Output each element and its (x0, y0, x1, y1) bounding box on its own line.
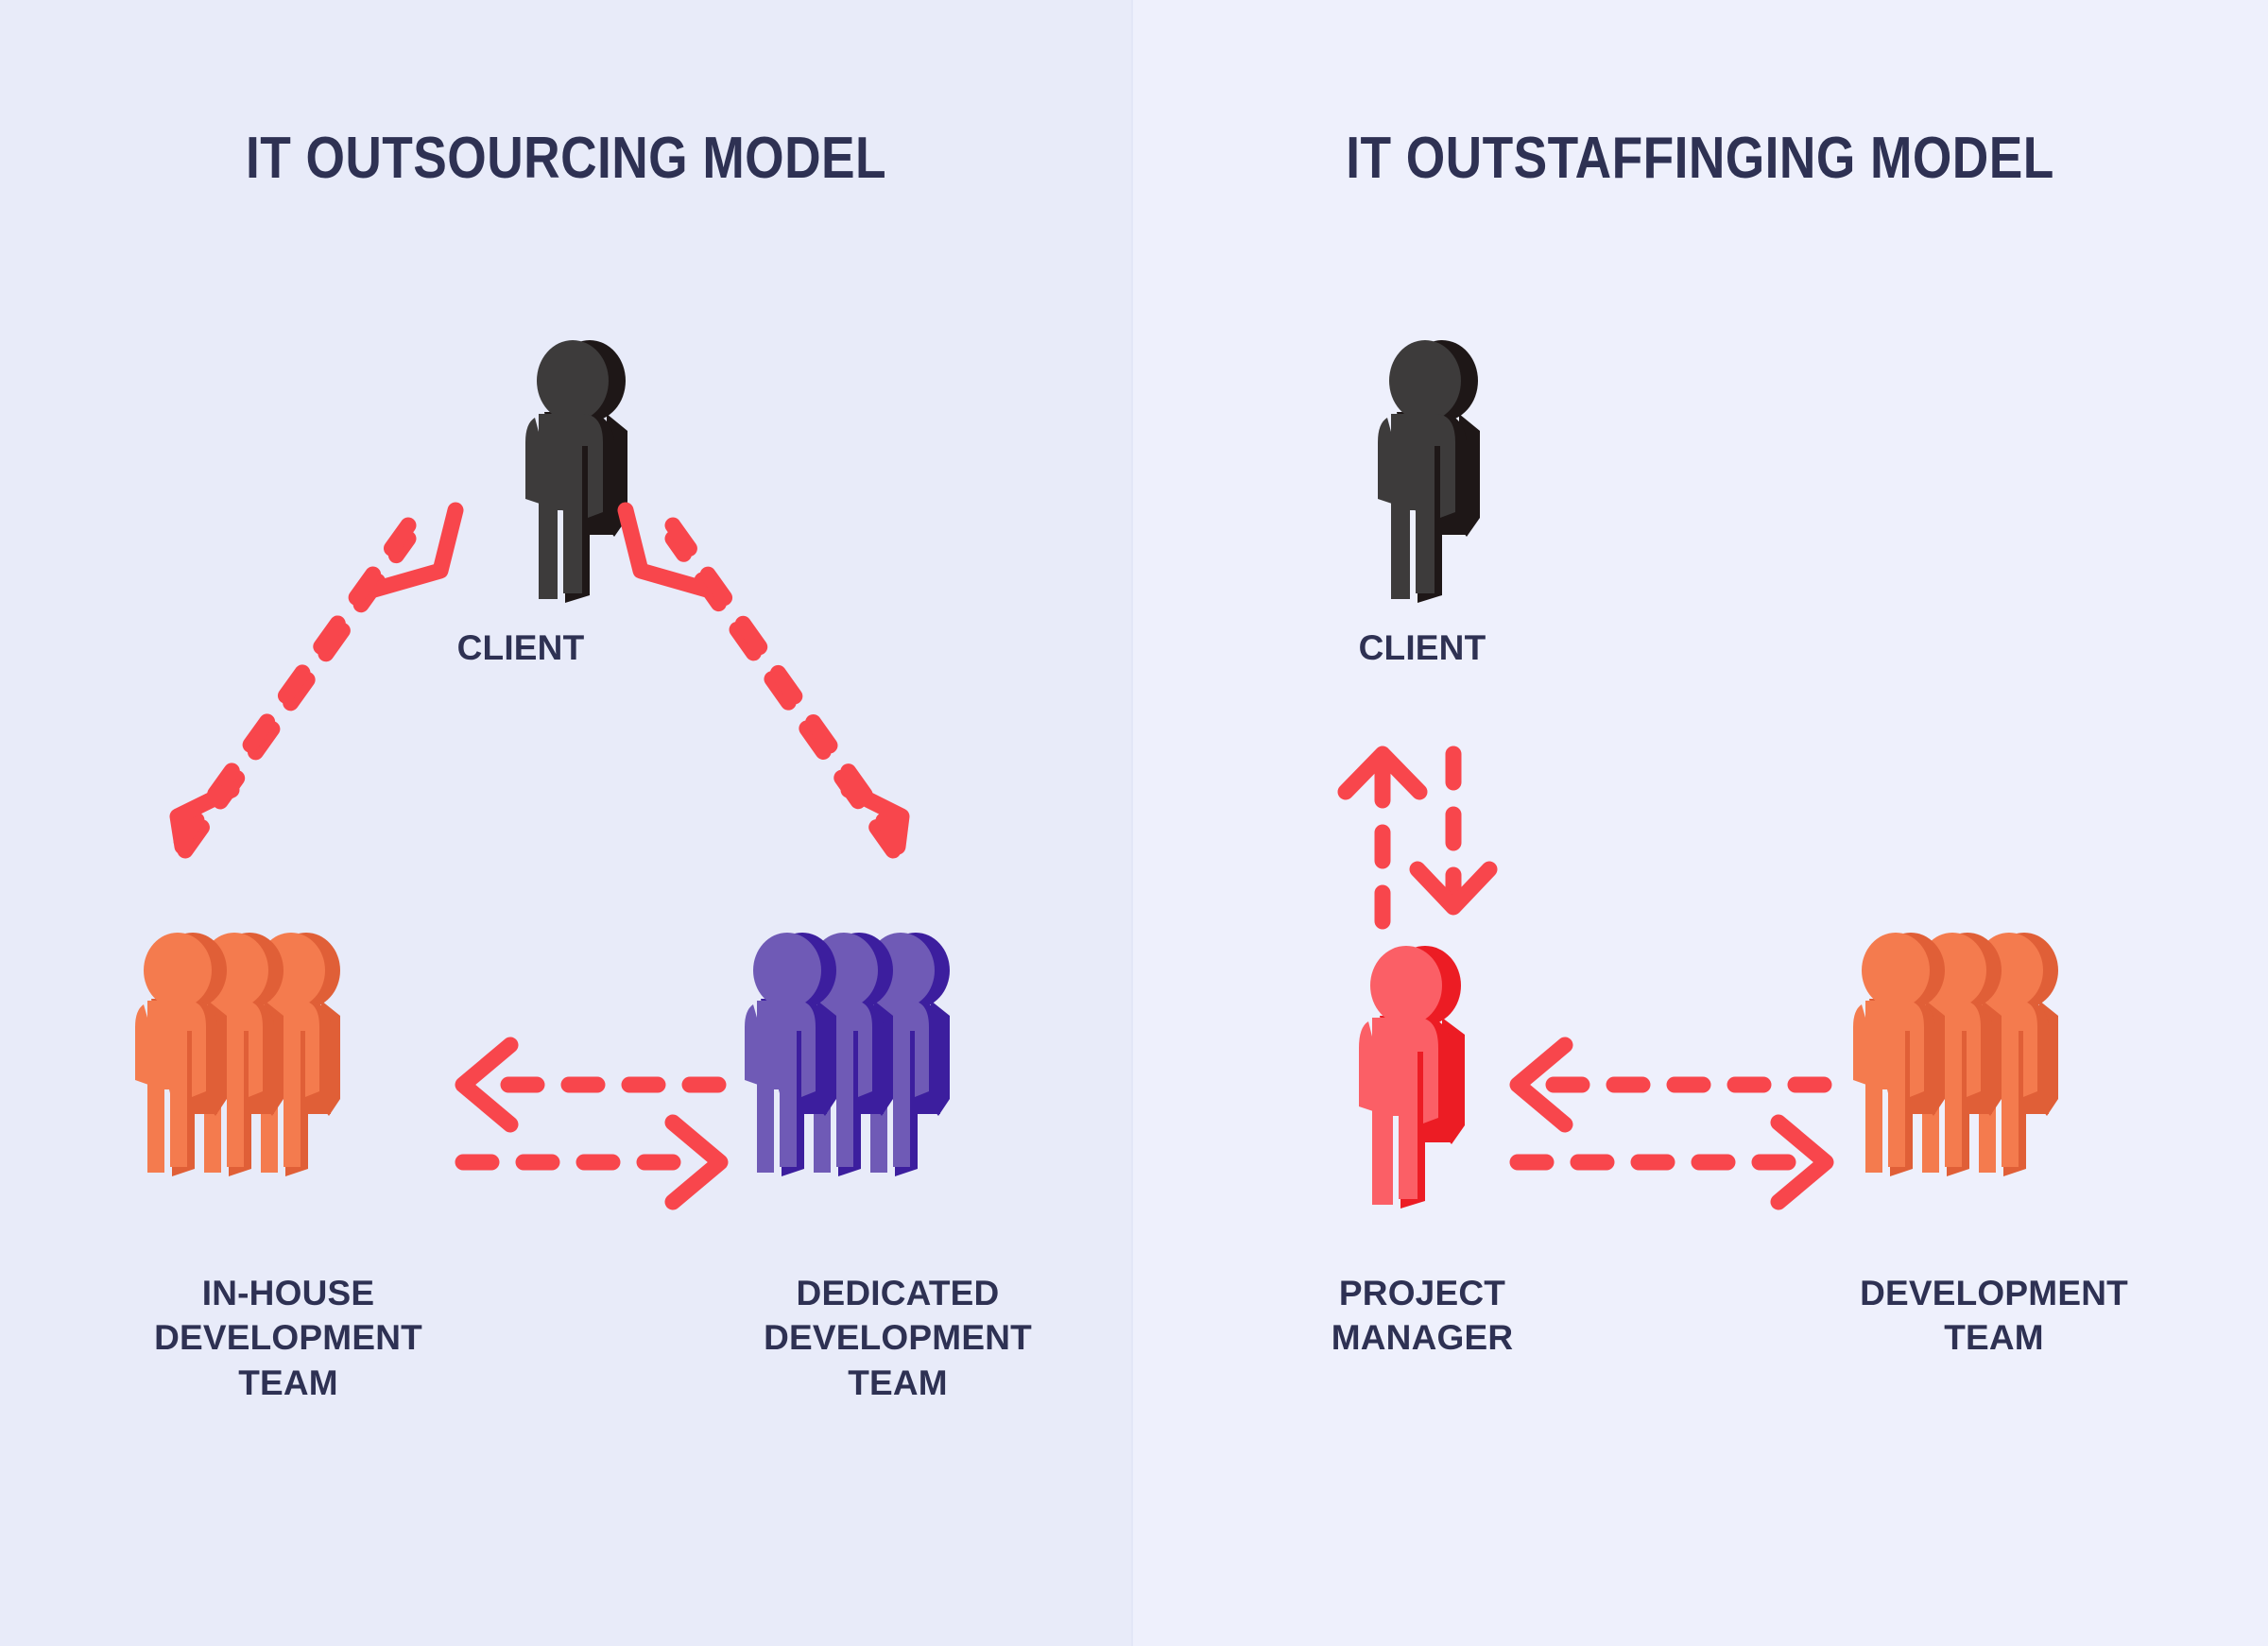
person-icon (135, 933, 227, 1176)
figure-in-house-development-team (132, 931, 444, 1214)
person-icon (745, 933, 836, 1176)
node-label-project-manager: PROJECT MANAGER (1331, 1274, 1514, 1358)
panel-title-outsourcing: IT OUTSOURCING MODEL (245, 126, 887, 191)
node-label-client-outsourcing: CLIENT (456, 628, 585, 667)
node-label-development-team: DEVELOPMENT TEAM (1860, 1274, 2128, 1358)
panel-title-outstaffing: IT OUTSTAFFINGING MODEL (1346, 126, 2054, 191)
panel-divider (1131, 0, 1133, 1646)
node-label-client-outstaffing: CLIENT (1358, 628, 1486, 667)
person-icon (1853, 933, 1945, 1176)
figure-client-outsourcing (516, 333, 627, 607)
figure-development-team (1850, 931, 2162, 1214)
node-label-in-house-development-team: IN-HOUSE DEVELOPMENT TEAM (154, 1274, 422, 1402)
node-label-dedicated-development-team: DEDICATED DEVELOPMENT TEAM (764, 1274, 1032, 1402)
panel-background-outstaffing (1132, 0, 2268, 1646)
person-icon (1378, 340, 1480, 603)
figure-project-manager (1353, 940, 1471, 1219)
figure-dedicated-development-team (742, 931, 1054, 1214)
person-icon (1359, 946, 1465, 1209)
person-icon (525, 340, 627, 603)
figure-client-outstaffing (1368, 333, 1480, 607)
